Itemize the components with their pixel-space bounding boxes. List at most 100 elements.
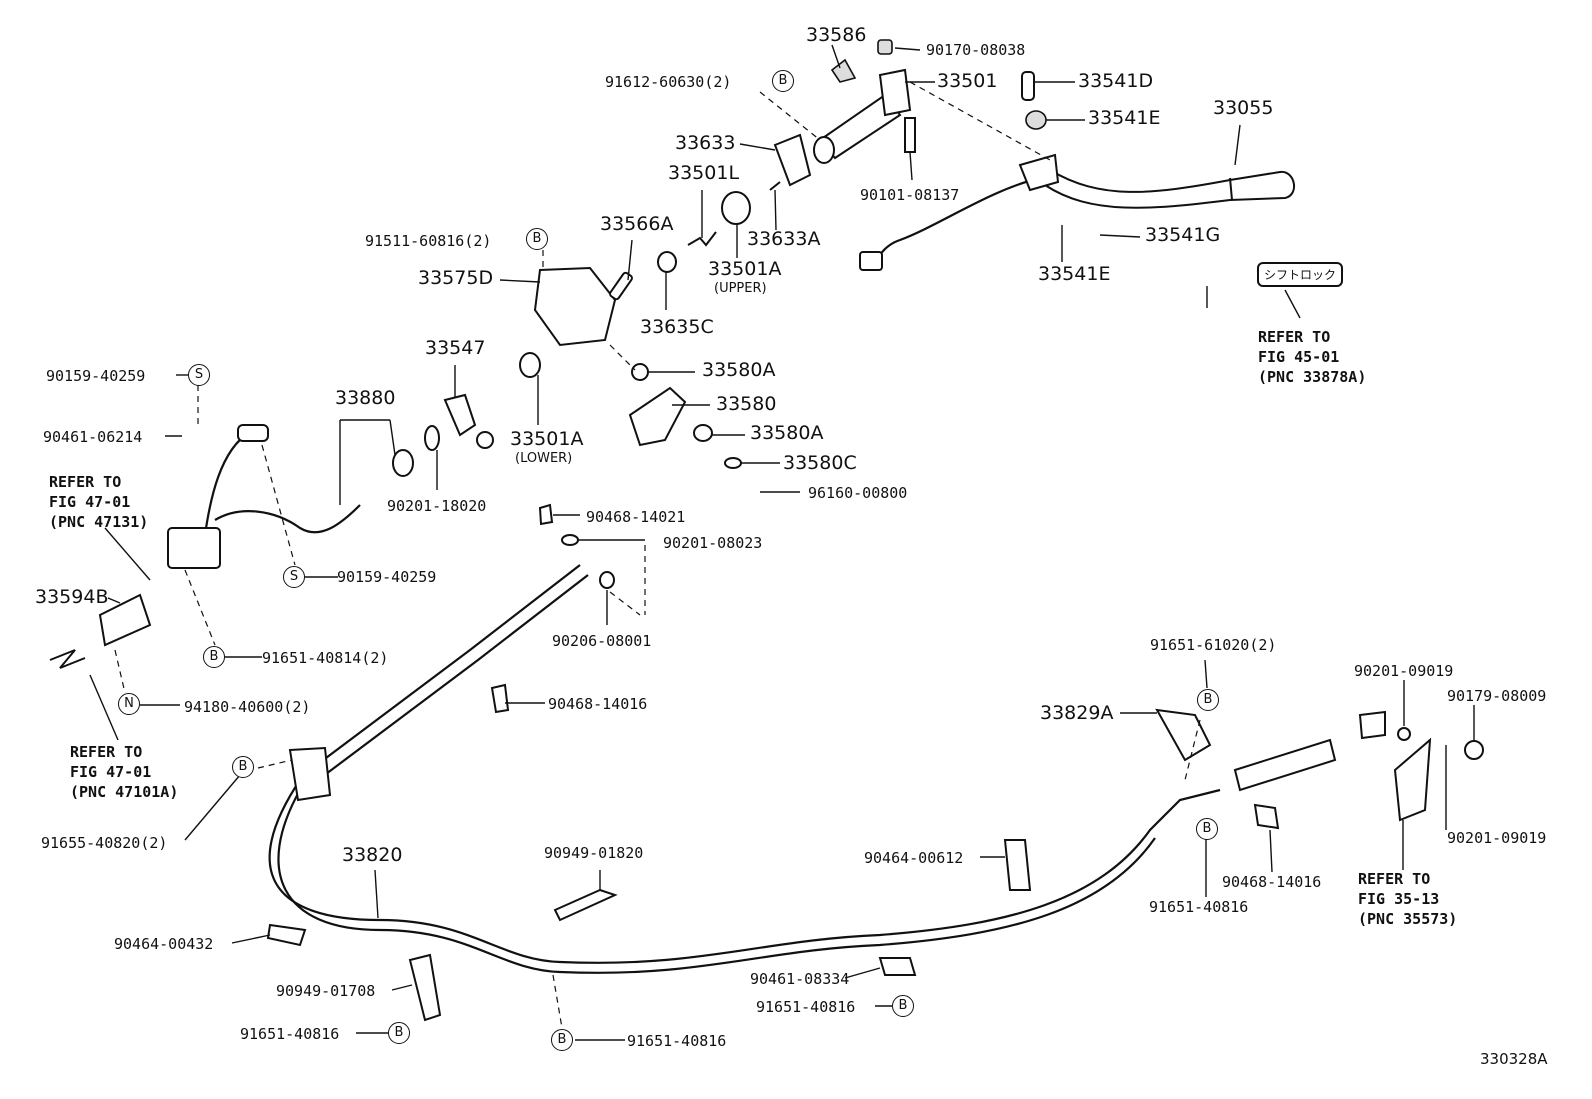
label-33501A-upper: 33501A bbox=[708, 258, 782, 280]
bushing-33580A-top bbox=[631, 363, 649, 381]
clip-90468-14016-right bbox=[1253, 803, 1280, 830]
bracket-33633 bbox=[773, 133, 812, 187]
label-90159-40259-top: 90159-40259 bbox=[46, 367, 146, 385]
shaft-end bbox=[813, 136, 835, 164]
bushing-33580A-bot bbox=[693, 424, 713, 442]
clip-33580C bbox=[724, 457, 742, 469]
tag-s-top: S bbox=[188, 364, 210, 386]
cable-end-eye bbox=[1358, 710, 1386, 740]
label-90468-14016-mid: 90468-14016 bbox=[548, 695, 648, 713]
label-upper-note: (UPPER) bbox=[714, 281, 767, 296]
label-90461-08334: 90461-08334 bbox=[750, 970, 850, 988]
note-47b-line-1: REFER TO bbox=[70, 743, 143, 761]
nut-90179-08009 bbox=[1464, 740, 1484, 760]
note-refer-fig-47-01-a: REFER TO FIG 47-01 (PNC 47131) bbox=[49, 472, 148, 532]
label-33055: 33055 bbox=[1213, 97, 1274, 119]
label-90201-18020: 90201-18020 bbox=[387, 497, 487, 515]
label-lower-note: (LOWER) bbox=[515, 451, 573, 466]
tag-b-91651-right: B bbox=[1196, 818, 1218, 840]
tag-b-91651-left: B bbox=[388, 1022, 410, 1044]
tag-b-91655: B bbox=[232, 756, 254, 778]
label-91651-40816-bottom: 91651-40816 bbox=[627, 1032, 727, 1050]
lever-35573 bbox=[1393, 737, 1432, 822]
label-33580C: 33580C bbox=[783, 452, 857, 474]
shift-lever-33055 bbox=[1043, 168, 1295, 209]
leader-lines bbox=[89, 44, 1475, 1041]
lever-pivot bbox=[1018, 153, 1060, 192]
nut-90170 bbox=[877, 39, 893, 55]
note-47a-line-2: FIG 47-01 bbox=[49, 493, 131, 511]
label-33541E-top: 33541E bbox=[1088, 107, 1161, 129]
tag-s-bot: S bbox=[283, 566, 305, 588]
knob-seam bbox=[1229, 177, 1233, 201]
label-33575D: 33575D bbox=[418, 267, 494, 289]
bushing-33501A-lower bbox=[519, 352, 541, 378]
label-90201-09019-bot: 90201-09019 bbox=[1447, 829, 1547, 847]
label-90468-14016-right: 90468-14016 bbox=[1222, 873, 1322, 891]
bushing-33501A-upper bbox=[721, 191, 751, 225]
spring-33501L bbox=[687, 231, 717, 247]
note-45-line-3: (PNC 33878A) bbox=[1258, 368, 1367, 386]
label-33633: 33633 bbox=[675, 132, 736, 154]
bushing-33880 bbox=[392, 449, 414, 477]
harness-plug bbox=[237, 424, 269, 442]
label-33820: 33820 bbox=[342, 844, 403, 866]
label-90170-08038: 90170-08038 bbox=[926, 41, 1026, 59]
tag-b-91651-61020: B bbox=[1197, 689, 1219, 711]
cap-33541E bbox=[1025, 110, 1047, 130]
label-90461-06214: 90461-06214 bbox=[43, 428, 143, 446]
note-refer-fig-35-13: REFER TO FIG 35-13 (PNC 35573) bbox=[1358, 869, 1457, 929]
note-47b-line-3: (PNC 47101A) bbox=[70, 783, 179, 801]
label-90949-01820: 90949-01820 bbox=[544, 844, 644, 862]
label-91511-60816: 91511-60816(2) bbox=[365, 232, 492, 250]
label-96160-00800: 96160-00800 bbox=[808, 484, 908, 502]
pin-33633A bbox=[769, 181, 781, 191]
note-45-line-2: FIG 45-01 bbox=[1258, 348, 1340, 366]
note-refer-fig-47-01-b: REFER TO FIG 47-01 (PNC 47101A) bbox=[70, 742, 178, 802]
label-91651-40816-right: 91651-40816 bbox=[1149, 898, 1249, 916]
bracket-33594B bbox=[98, 593, 152, 647]
label-33541E-bot: 33541E bbox=[1038, 263, 1111, 285]
label-33586: 33586 bbox=[806, 24, 867, 46]
clip-90468-14021 bbox=[538, 503, 554, 526]
pin-33541D bbox=[1021, 71, 1035, 101]
label-90464-00432: 90464-00432 bbox=[114, 935, 214, 953]
tag-n: N bbox=[118, 693, 140, 715]
figure-id: 330328A bbox=[1480, 1050, 1548, 1068]
cable-33820 bbox=[268, 779, 1221, 964]
lever-33547 bbox=[443, 393, 477, 437]
label-91651-61020: 91651-61020(2) bbox=[1150, 636, 1277, 654]
bracket-33829A bbox=[1155, 708, 1212, 762]
tag-b-91612: B bbox=[772, 70, 794, 92]
note-47a-line-1: REFER TO bbox=[49, 473, 122, 491]
label-94180-40600: 94180-40600(2) bbox=[184, 698, 311, 716]
cable-upper-run bbox=[309, 564, 581, 771]
label-33880: 33880 bbox=[335, 387, 396, 409]
label-90468-14021: 90468-14021 bbox=[586, 508, 686, 526]
pin-33566A bbox=[609, 271, 633, 301]
cable-33820-inner bbox=[277, 789, 1156, 974]
bracket-33580 bbox=[628, 386, 687, 447]
label-33501A-lower: 33501A bbox=[510, 428, 584, 450]
label-33633A: 33633A bbox=[747, 228, 821, 250]
clamp-90461-08334 bbox=[878, 957, 917, 976]
label-91655-40820: 91655-40820(2) bbox=[41, 834, 168, 852]
dashed-links bbox=[114, 81, 1201, 1029]
washer-90201-08023 bbox=[561, 534, 579, 546]
note-refer-fig-45-01: REFER TO FIG 45-01 (PNC 33878A) bbox=[1258, 327, 1366, 387]
clamp-90464-00432 bbox=[266, 923, 307, 947]
label-90201-09019-top: 90201-09019 bbox=[1354, 662, 1454, 680]
label-91651-40816-left: 91651-40816 bbox=[240, 1025, 340, 1043]
label-90464-00612: 90464-00612 bbox=[864, 849, 964, 867]
clamp-90464-00612 bbox=[1003, 839, 1032, 891]
spring-47101A bbox=[49, 649, 86, 669]
label-90949-01708: 90949-01708 bbox=[276, 982, 376, 1000]
label-33580A-bot: 33580A bbox=[750, 422, 824, 444]
bushing-90206-08001 bbox=[599, 571, 615, 589]
clamp-90949-01820 bbox=[553, 888, 618, 922]
label-90201-08023: 90201-08023 bbox=[663, 534, 763, 552]
ball-33547 bbox=[476, 431, 494, 449]
label-90206-08001: 90206-08001 bbox=[552, 632, 652, 650]
